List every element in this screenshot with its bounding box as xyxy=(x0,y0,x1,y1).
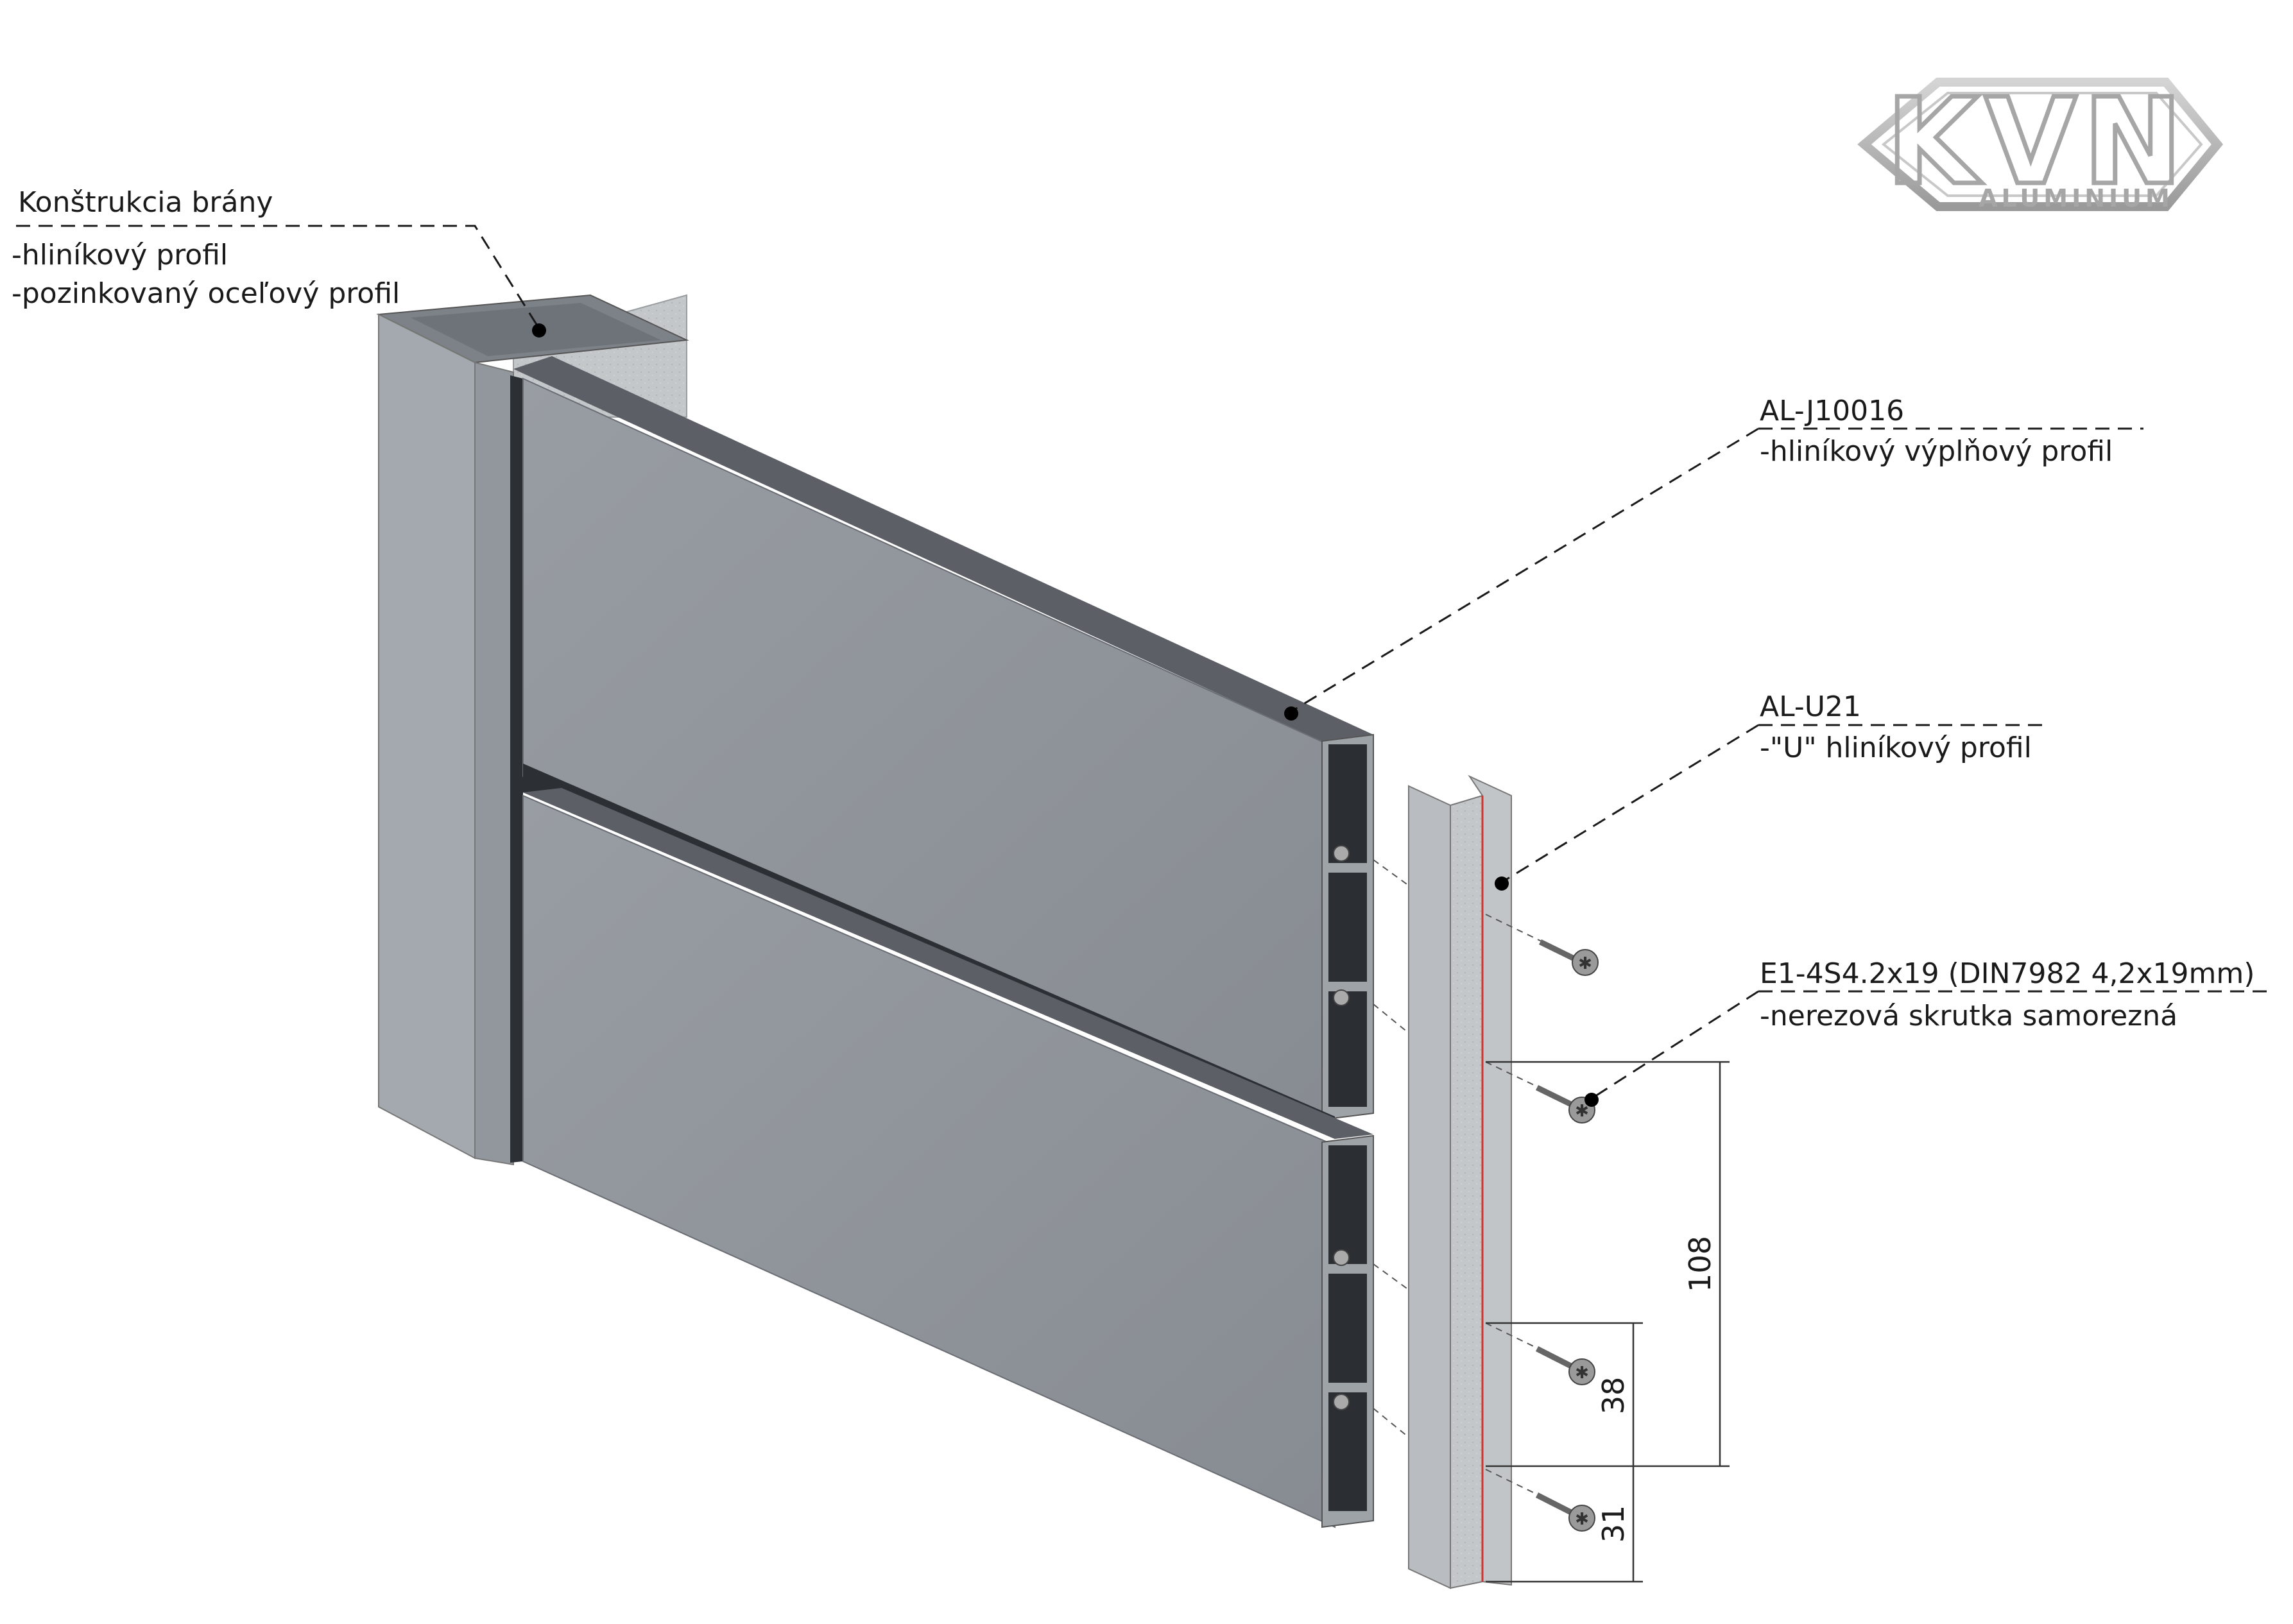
upper-cavity-3 xyxy=(1328,991,1367,1107)
callout-line: -pozinkovaný oceľový profil xyxy=(12,277,400,310)
lower-panel-top xyxy=(523,788,1373,1139)
callout-title: AL-U21 xyxy=(1760,690,1861,723)
panel-screw-holes xyxy=(1333,845,1350,1410)
callout-al-j10016: AL-J10016 -hliníkový výplňový profil xyxy=(1760,395,2113,468)
upper-fill-profile xyxy=(513,356,1374,1121)
svg-text:✱: ✱ xyxy=(1578,954,1592,973)
callout-gate-structure: Konštrukcia brány -hliníkový profil -poz… xyxy=(12,186,400,310)
screw: ✱ xyxy=(1373,1263,1595,1385)
hole xyxy=(1333,845,1350,862)
callout-line: -hliníkový profil xyxy=(12,239,228,271)
u-profile-back xyxy=(1450,794,1483,1589)
lower-fill-profile xyxy=(522,788,1374,1528)
callout-line: -nerezová skrutka samorezná xyxy=(1760,1000,2177,1032)
lower-cavity-3 xyxy=(1328,1392,1367,1511)
screw: ✱ xyxy=(1373,1004,1595,1124)
u-profile-flange xyxy=(1408,785,1451,1589)
svg-text:✱: ✱ xyxy=(1575,1510,1589,1529)
logo-text: KVN xyxy=(1886,73,2188,211)
post-groove xyxy=(510,375,523,1163)
dimension-38: 38 xyxy=(1486,1322,1643,1466)
lower-cavity-2 xyxy=(1328,1274,1367,1383)
hole xyxy=(1333,1394,1350,1410)
post-front xyxy=(378,313,476,1159)
dimension-31-label: 31 xyxy=(1596,1505,1631,1543)
callout-title: AL-J10016 xyxy=(1760,395,1904,427)
svg-text:✱: ✱ xyxy=(1575,1102,1589,1121)
callout-leaders xyxy=(16,225,2275,1107)
kvn-logo: KVN ALUMINIUM xyxy=(1857,71,2224,214)
leader-dot xyxy=(1584,1093,1599,1107)
callout-al-u21: AL-U21 -"U" hliníkový profil xyxy=(1760,690,2032,764)
leader-dot xyxy=(532,323,546,338)
callout-line: -"U" hliníkový profil xyxy=(1760,731,2032,764)
lower-panel-face xyxy=(522,794,1335,1528)
logo-frame-inner xyxy=(1881,92,2203,197)
leader-dot xyxy=(1495,876,1509,891)
upper-cavity-2 xyxy=(1328,873,1367,982)
post-side xyxy=(474,361,514,1166)
callout-screw: E1-4S4.2x19 (DIN7982 4,2x19mm) -nerezová… xyxy=(1760,957,2254,1032)
leader-dot xyxy=(1284,706,1298,721)
screws: ✱ ✱ ✱ ✱ xyxy=(1373,859,1599,1532)
callout-title: E1-4S4.2x19 (DIN7982 4,2x19mm) xyxy=(1760,957,2254,990)
u-profile xyxy=(1408,774,1512,1589)
screw: ✱ xyxy=(1373,859,1599,976)
dimension-38-label: 38 xyxy=(1596,1377,1631,1415)
dimension-108: 108 xyxy=(1486,1061,1730,1467)
callout-title: Konštrukcia brány xyxy=(18,186,273,219)
dimension-31: 31 xyxy=(1486,1466,1643,1583)
logo-subtext: ALUMINIUM xyxy=(1979,184,2174,212)
upper-panel-top xyxy=(513,356,1373,748)
callout-line: -hliníkový výplňový profil xyxy=(1760,435,2113,468)
upper-cavity-1 xyxy=(1328,744,1367,863)
u-profile-flange-right xyxy=(1468,774,1512,1586)
lower-cavity-1 xyxy=(1328,1145,1367,1264)
dimension-108-label: 108 xyxy=(1683,1236,1717,1292)
hole xyxy=(1333,989,1350,1006)
svg-text:✱: ✱ xyxy=(1575,1363,1589,1383)
hole xyxy=(1333,1249,1350,1266)
screw: ✱ xyxy=(1373,1408,1595,1532)
logo-frame xyxy=(1857,78,2224,211)
